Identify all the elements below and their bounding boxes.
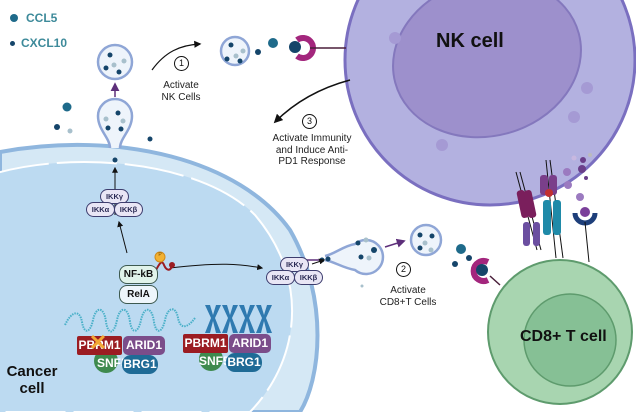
step-1-line1: Activate [163, 80, 199, 91]
snf5-label-left: SNF5 [97, 356, 128, 370]
secretory-vesicles-top [54, 43, 153, 163]
chromosomes [205, 305, 272, 333]
legend-label: CCL5 [26, 11, 58, 25]
released-vesicle-nk [219, 35, 251, 67]
ikk-beta-pill-right: IKKβ [294, 270, 323, 285]
cancer-cell-label-line2: cell [19, 380, 45, 398]
step-1-label: Activate NK Cells [150, 80, 212, 103]
step-3-badge: 3 [302, 114, 317, 129]
nfkb-to-ikk-arrow [117, 220, 128, 254]
cd8-cell-label: CD8+ T cell [520, 328, 607, 345]
receptor-complexes [515, 153, 598, 263]
step-3-line3: PD1 Response [278, 156, 346, 167]
step-1-badge: 1 [174, 56, 189, 71]
step-3-line2: and Induce Anti- [275, 144, 349, 156]
snf5-shape-left [94, 349, 118, 373]
arid1-box-right: ARID1 [229, 334, 271, 353]
step3-arrow [273, 79, 351, 124]
step1-arrow [151, 40, 202, 71]
cd8-chemokine-receptor [452, 244, 501, 286]
cancer-cell-label-line1: Cancer [6, 363, 58, 380]
step-3-label: Activate Immunity and Induce Anti- PD1 R… [262, 133, 362, 168]
ikk-gamma-pill: IKKγ [100, 189, 129, 204]
loss-x-icon: ✕ [88, 330, 108, 355]
nfkb-to-ikk-right-arrow [169, 263, 264, 271]
small-dot-icon [10, 40, 15, 46]
nk-cell-label: NK cell [436, 30, 504, 52]
phospho-icon [154, 251, 166, 263]
nk-cell [343, 0, 636, 207]
rela-box: RelA [119, 285, 158, 304]
step-3-line1: Activate Immunity [272, 133, 352, 144]
cd8-t-cell [487, 259, 633, 405]
step-1-line2: NK Cells [161, 91, 201, 103]
ikk-alpha-pill-right: IKKα [266, 270, 295, 285]
brg1-box-right: BRG1 [226, 353, 262, 372]
pbrm1-box-right: PBRM1 [183, 334, 228, 353]
large-dot-icon [10, 14, 18, 22]
nfkb-phospho-chain [154, 261, 175, 273]
brg1-box-left: BRG1 [122, 355, 158, 374]
phospho-label: P [158, 252, 162, 258]
legend-item-cxcl10: CXCL10 [10, 36, 67, 50]
cancer-cell-label: Cancer cell [4, 363, 60, 398]
ikk-beta-pill: IKKβ [114, 202, 143, 217]
ikk-gamma-pill-right: IKKγ [280, 257, 309, 272]
snf5-label-right: SNF5 [199, 354, 230, 368]
nk-chemokine-receptor [255, 35, 346, 61]
legend-item-ccl5: CCL5 [10, 11, 57, 25]
step-2-line2: CD8+T Cells [379, 296, 437, 308]
dna-strand [64, 308, 196, 333]
arid1-box-left: ARID1 [123, 336, 165, 355]
ikk-alpha-pill: IKKα [86, 202, 115, 217]
step-2-line1: Activate [390, 285, 426, 296]
arid1-label-left: ARID1 [125, 338, 162, 352]
legend-label: CXCL10 [21, 36, 68, 50]
snf5-shape-right [199, 347, 223, 371]
step-2-badge: 2 [396, 262, 411, 277]
nfkb-box: NF-kB [119, 265, 158, 284]
ikk-to-membrane-arrow [311, 258, 326, 265]
pbrm1-box-left: PBRM1 [77, 336, 122, 355]
step-2-label: Activate CD8+T Cells [374, 285, 442, 308]
